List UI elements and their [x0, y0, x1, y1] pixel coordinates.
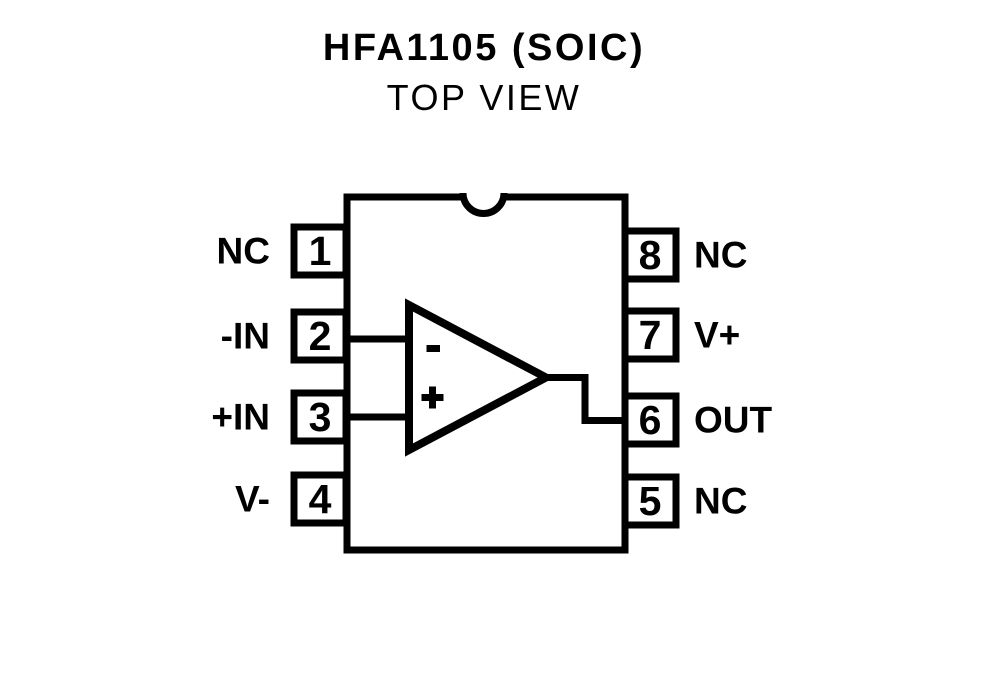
output-line	[545, 374, 625, 424]
pin-numbers: 1 2 3 4 8 7 6 5	[309, 228, 662, 524]
right-pins	[620, 227, 680, 529]
pin-label-v-minus: V-	[235, 479, 270, 520]
pin-number-4: 4	[309, 476, 332, 522]
pin-number-1: 1	[309, 228, 332, 274]
pin-label-v-plus: V+	[694, 315, 740, 356]
pin-labels: NC -IN +IN V- NC V+ OUT NC	[211, 231, 772, 522]
pin-number-7: 7	[639, 312, 662, 358]
pin-box-1	[290, 223, 350, 279]
pin-box-2	[290, 308, 350, 364]
pin-label-pos-in: +IN	[211, 397, 270, 438]
page-title: HFA1105 (SOIC)	[323, 27, 645, 69]
pin-number-5: 5	[639, 478, 662, 524]
pin-label-out: OUT	[694, 400, 773, 441]
page-subtitle: TOP VIEW	[387, 77, 582, 118]
pin-label-nc-1: NC	[217, 231, 270, 272]
pin-box-6	[620, 392, 680, 448]
pin-label-nc-8: NC	[694, 235, 747, 276]
pin-number-3: 3	[309, 394, 332, 440]
orientation-notch	[459, 192, 508, 217]
non-inverting-input-plus-icon	[421, 386, 444, 409]
left-pins	[290, 223, 350, 527]
pin-number-6: 6	[639, 397, 662, 443]
pin-number-8: 8	[639, 232, 662, 278]
pin-label-neg-in: -IN	[221, 316, 270, 357]
pin-number-2: 2	[309, 313, 332, 359]
opamp-triangle	[405, 298, 555, 457]
pin-label-nc-5: NC	[694, 481, 747, 522]
pin-box-3	[290, 389, 350, 445]
